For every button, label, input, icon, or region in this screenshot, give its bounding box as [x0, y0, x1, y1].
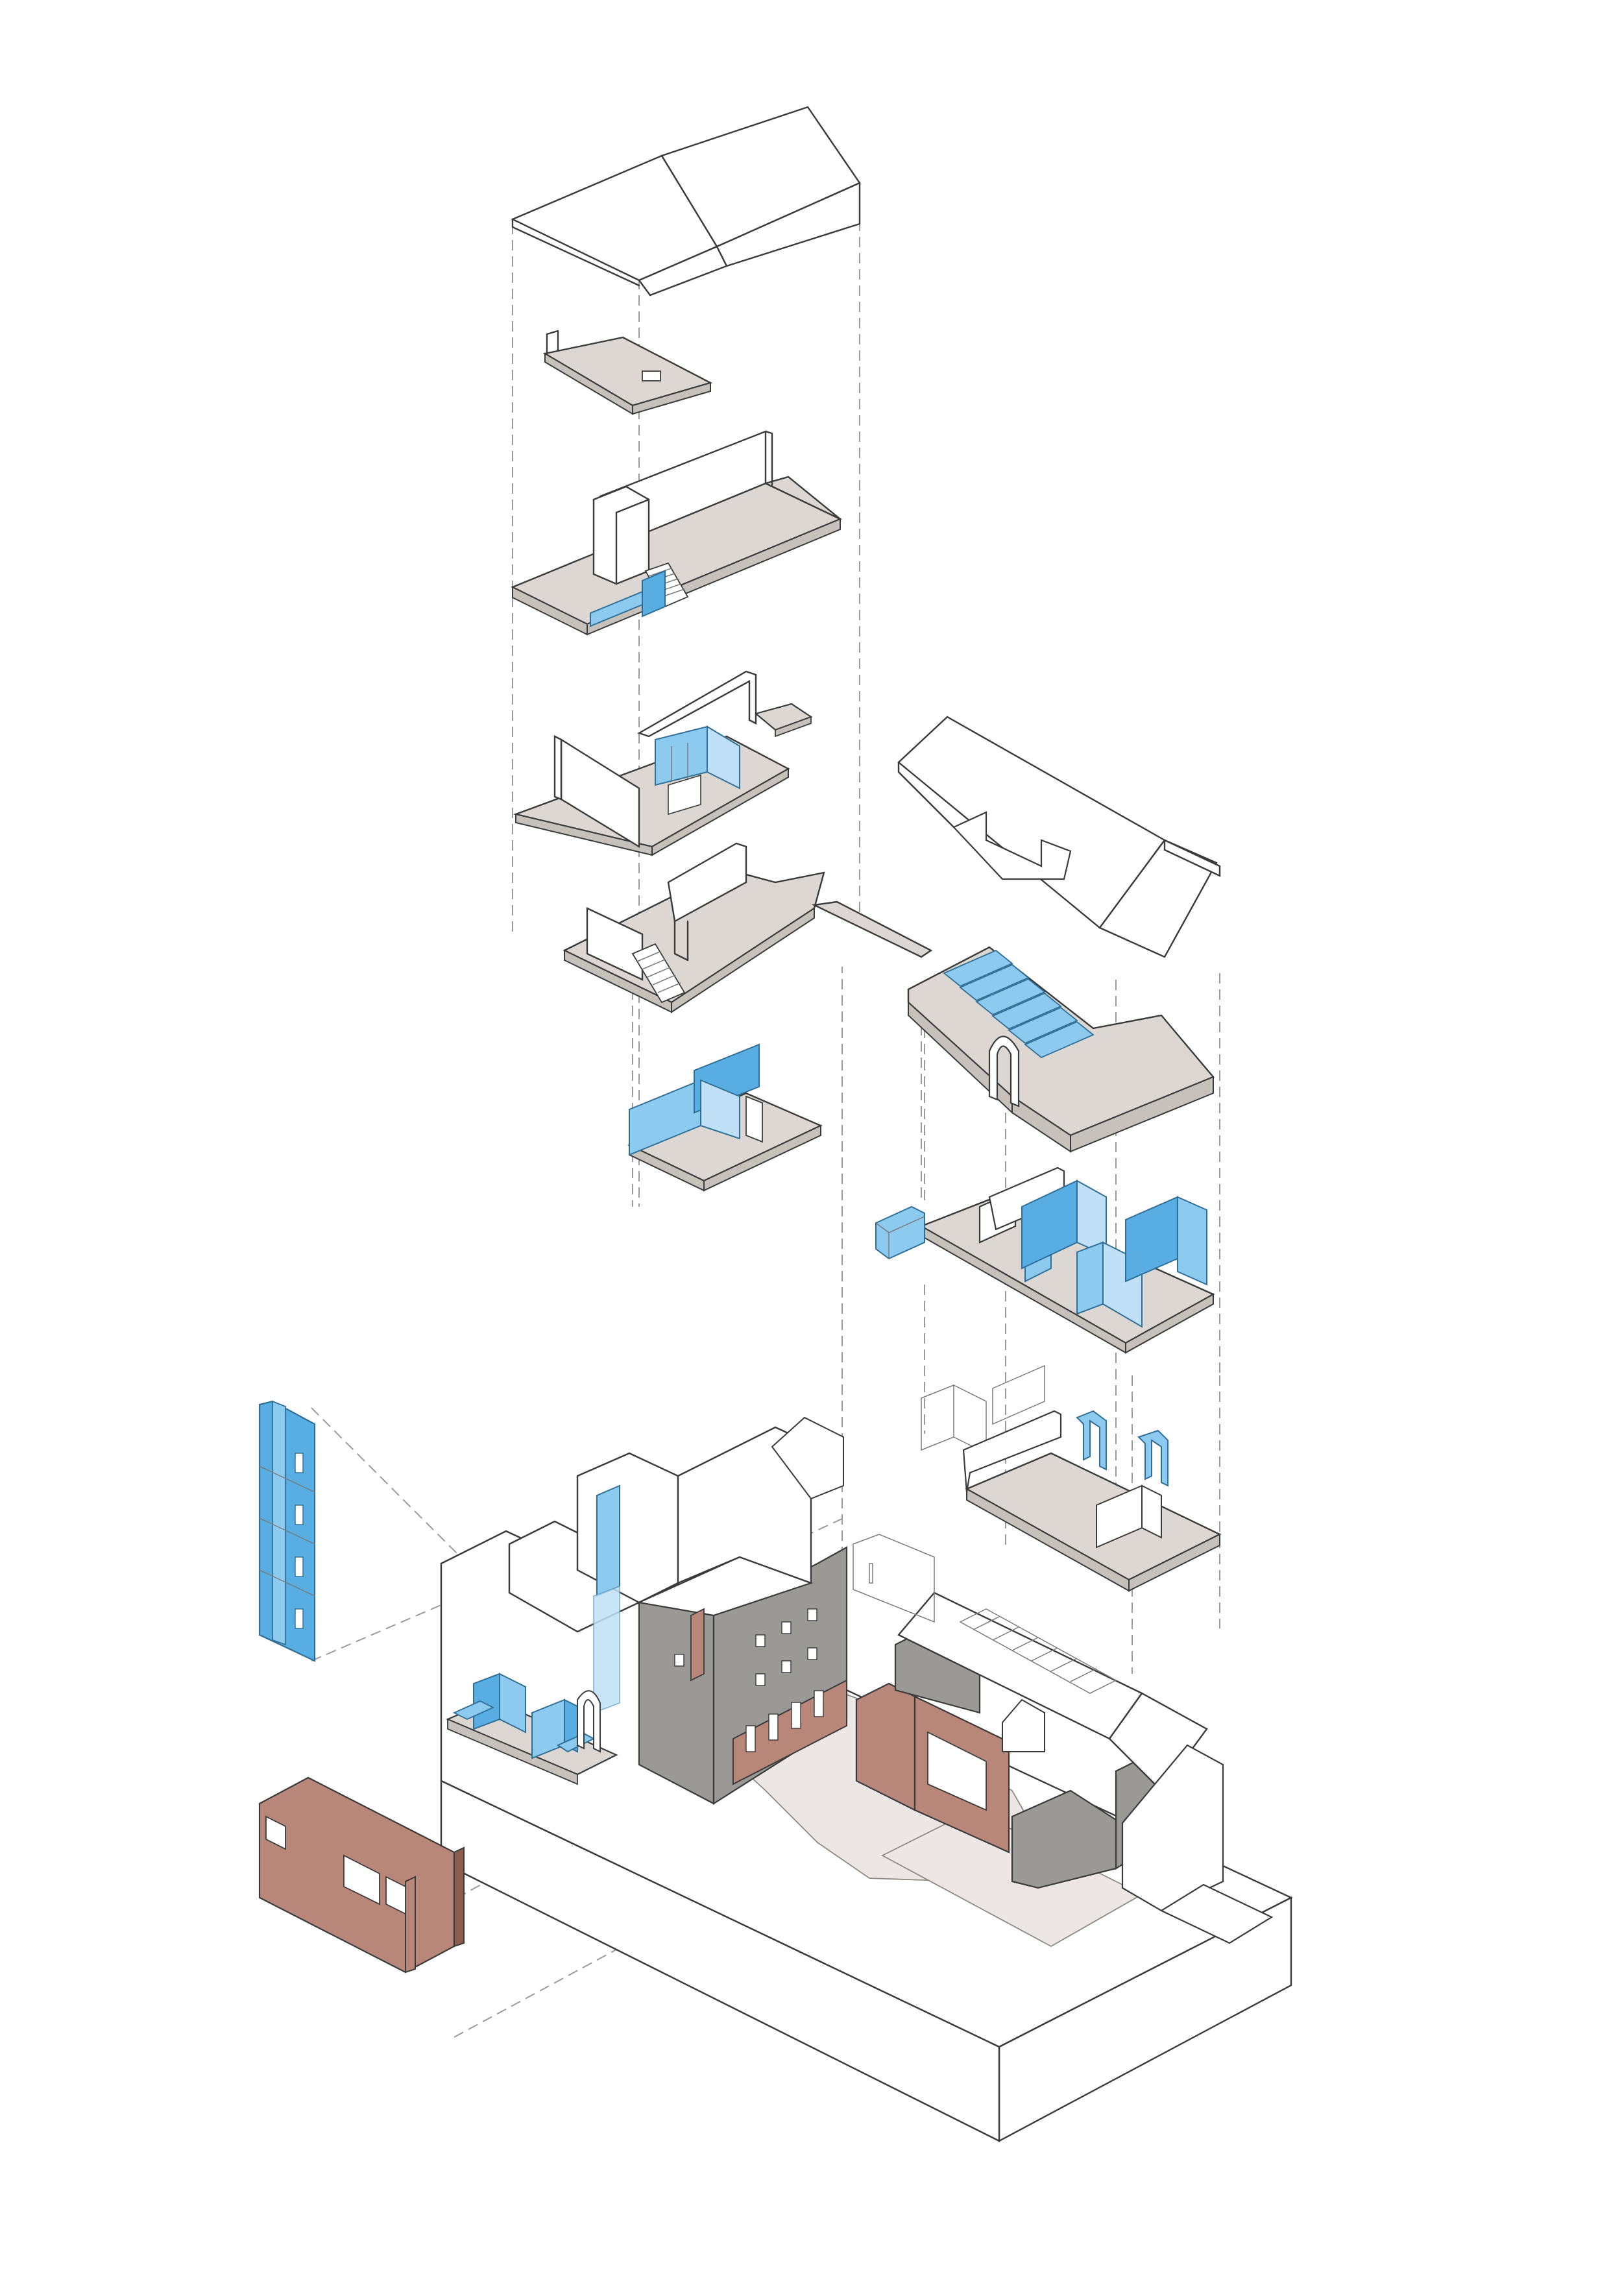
- arch-icon: [577, 1690, 601, 1753]
- roof-level-top: [511, 106, 861, 296]
- stair-icon: [631, 943, 686, 1004]
- blue-tower-panel: [258, 1400, 316, 1662]
- blue-element: [473, 1673, 500, 1730]
- stair-icon: [875, 1205, 925, 1260]
- blue-element: [1076, 1410, 1107, 1471]
- stair-icon: [452, 1700, 495, 1720]
- floor-level-2: [513, 670, 813, 856]
- floor-level-3: [511, 430, 842, 636]
- stair-icon: [959, 1608, 1117, 1694]
- floor-level-1: [563, 842, 933, 1013]
- blue-element: [596, 1484, 620, 1597]
- brick-wall-panel: [258, 1776, 465, 1974]
- site-base: [440, 1416, 1293, 2142]
- blue-assembly: [446, 1673, 618, 1785]
- arch-icon: [988, 1035, 1020, 1107]
- roof-level-right: [897, 716, 1221, 958]
- floor-level-right-upper: [907, 946, 1215, 1153]
- floor-level-right-lower: [921, 1364, 1222, 1592]
- ground-room: [627, 1043, 823, 1192]
- floor-level-right-middle: [875, 1166, 1215, 1354]
- attic-plate: [542, 330, 713, 415]
- blue-steps: [943, 949, 1095, 1059]
